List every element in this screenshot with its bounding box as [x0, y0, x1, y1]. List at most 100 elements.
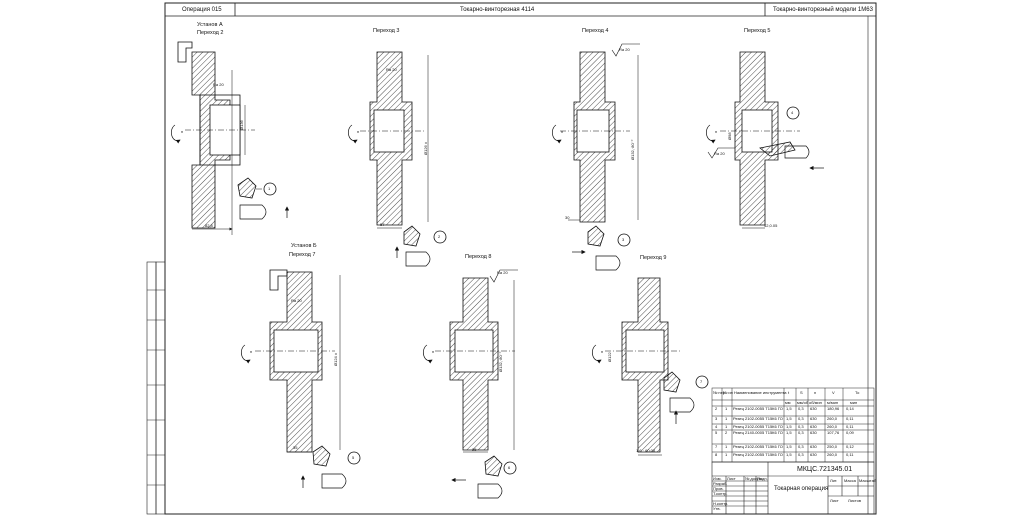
table-cell: 180,96: [827, 406, 840, 411]
left-stamp-strip: [146, 261, 166, 515]
table-cell: 0,11: [846, 424, 854, 429]
table-cell: Резец 2140-0005 Т15К6 ГОСТ 18882-73: [733, 431, 783, 435]
sketch-transition-7: [240, 269, 361, 489]
table-cell: 5: [715, 430, 718, 435]
stamp-scale: Масштаб: [859, 478, 877, 483]
spindle-label-5: n: [250, 349, 253, 354]
outer-frame: [164, 2, 877, 515]
spindle-label-2: n: [357, 129, 360, 134]
table-cell: 1,5: [786, 430, 792, 435]
dim-diameter-3: Ø132,·80⁻⁰: [630, 139, 635, 160]
table-cell: 260,0: [827, 452, 838, 457]
table-cell: 7: [715, 444, 718, 449]
table-cell: 0,09: [846, 430, 854, 435]
stamp-nkontr: Н.контр.: [713, 501, 729, 506]
table-cell: 0,3: [798, 444, 804, 449]
spindle-label-7: n: [601, 349, 604, 354]
table-header-v: V: [832, 390, 835, 395]
marker-6: 6: [508, 465, 511, 470]
table-header-tool-no: № ин: [723, 390, 733, 395]
table-cell: 1,5: [786, 424, 792, 429]
spindle-label-3: n: [561, 129, 564, 134]
table-cell: 0,3: [798, 452, 804, 457]
table-cell: 1,5: [786, 416, 792, 421]
table-cell: 1: [725, 416, 728, 421]
table-cell: 3: [715, 416, 718, 421]
setup-a-transition: Переход 2: [197, 30, 224, 36]
marker-7: 7: [700, 379, 703, 384]
table-cell: 0,14: [846, 406, 854, 411]
table-sub-s: мм/об: [797, 400, 809, 405]
transition-9-title: Переход 9: [640, 255, 667, 261]
table-cell: 0,3: [798, 406, 804, 411]
table-cell: 630: [810, 444, 817, 449]
table-cell: 0,3: [798, 430, 804, 435]
setup-b-transition: Переход 7: [289, 252, 316, 258]
table-header-tool-name: Наименование инструмента: [734, 390, 787, 395]
sketch-transition-2: [170, 41, 290, 235]
marker-1: 1: [268, 186, 271, 191]
table-cell: 1: [725, 424, 728, 429]
sketch-transition-3: [347, 51, 447, 267]
marker-5: 5: [352, 455, 355, 460]
title-block-grid: [711, 461, 875, 515]
table-cell: 0,12: [846, 444, 854, 449]
table-header-s: S: [800, 390, 803, 395]
table-cell: 630: [810, 406, 817, 411]
table-cell: 2: [715, 406, 718, 411]
table-sub-t: мм: [785, 400, 791, 405]
table-cell: 630: [810, 452, 817, 457]
table-cell: 0,3: [798, 424, 804, 429]
table-cell: 1,5: [786, 406, 792, 411]
dim-length-2: 57: [380, 222, 385, 227]
table-cell: 1: [725, 406, 728, 411]
roughness-6: Ra 20: [497, 270, 508, 275]
table-cell: 8: [715, 452, 718, 457]
table-header-t: t: [788, 390, 790, 395]
sketch-transition-9: [591, 277, 709, 456]
table-cell: 250,0: [827, 444, 838, 449]
tool-table-grid: [711, 387, 875, 463]
marker-3: 3: [622, 237, 625, 242]
transition-5-title: Переход 5: [744, 28, 771, 34]
table-header-to: То: [855, 390, 860, 395]
stamp-razrab: Разраб.: [713, 481, 728, 486]
sketch-transition-4: [551, 43, 640, 271]
document-title: Токарная операция: [774, 486, 829, 492]
sketch-transition-5: [705, 51, 824, 229]
dim-length-6: 25: [472, 447, 477, 452]
marker-2: 2: [438, 234, 441, 239]
stamp-prov: Пров.: [713, 486, 724, 491]
table-cell: 260,0: [827, 416, 838, 421]
stamp-list: Лист: [727, 476, 736, 481]
table-cell: 107,76: [827, 430, 840, 435]
machine-model-label: Токарно-винторезный модели 1М63: [773, 7, 873, 13]
roughness-1: Ra 20: [213, 82, 224, 87]
stamp-lit: Лит.: [830, 478, 838, 483]
spindle-label-1: n: [181, 129, 184, 134]
stamp-sheets: Листов: [848, 498, 861, 503]
table-header-pass: № пер: [713, 390, 726, 395]
table-cell: 630: [810, 424, 817, 429]
stamp-mass: Масса: [844, 478, 856, 483]
table-cell: 630: [810, 416, 817, 421]
table-cell: 2: [725, 430, 728, 435]
transition-8-title: Переход 8: [465, 254, 492, 260]
stamp-doc: № докум.: [745, 476, 763, 481]
dim-length-1: 82,8: [205, 223, 213, 228]
roughness-3: Ra 20: [619, 47, 630, 52]
sketch-transition-8: [422, 269, 518, 499]
dim-length-4: 42,0.05: [764, 223, 778, 228]
roughness-4: Ra 20: [714, 151, 725, 156]
dim-length-7: 1,6 · 60,08: [636, 448, 656, 453]
table-cell: 1: [725, 452, 728, 457]
stamp-tkontr: Т.контр.: [713, 491, 728, 496]
dim-diameter-4: Ø98: [727, 132, 732, 140]
marker-4: 4: [791, 110, 794, 115]
stamp-sheet: Лист: [830, 498, 839, 503]
setup-a-title: Установ А: [197, 22, 223, 28]
document-code: МКЦС.721345.01: [797, 466, 853, 473]
roughness-5: Ra 20: [291, 298, 302, 303]
